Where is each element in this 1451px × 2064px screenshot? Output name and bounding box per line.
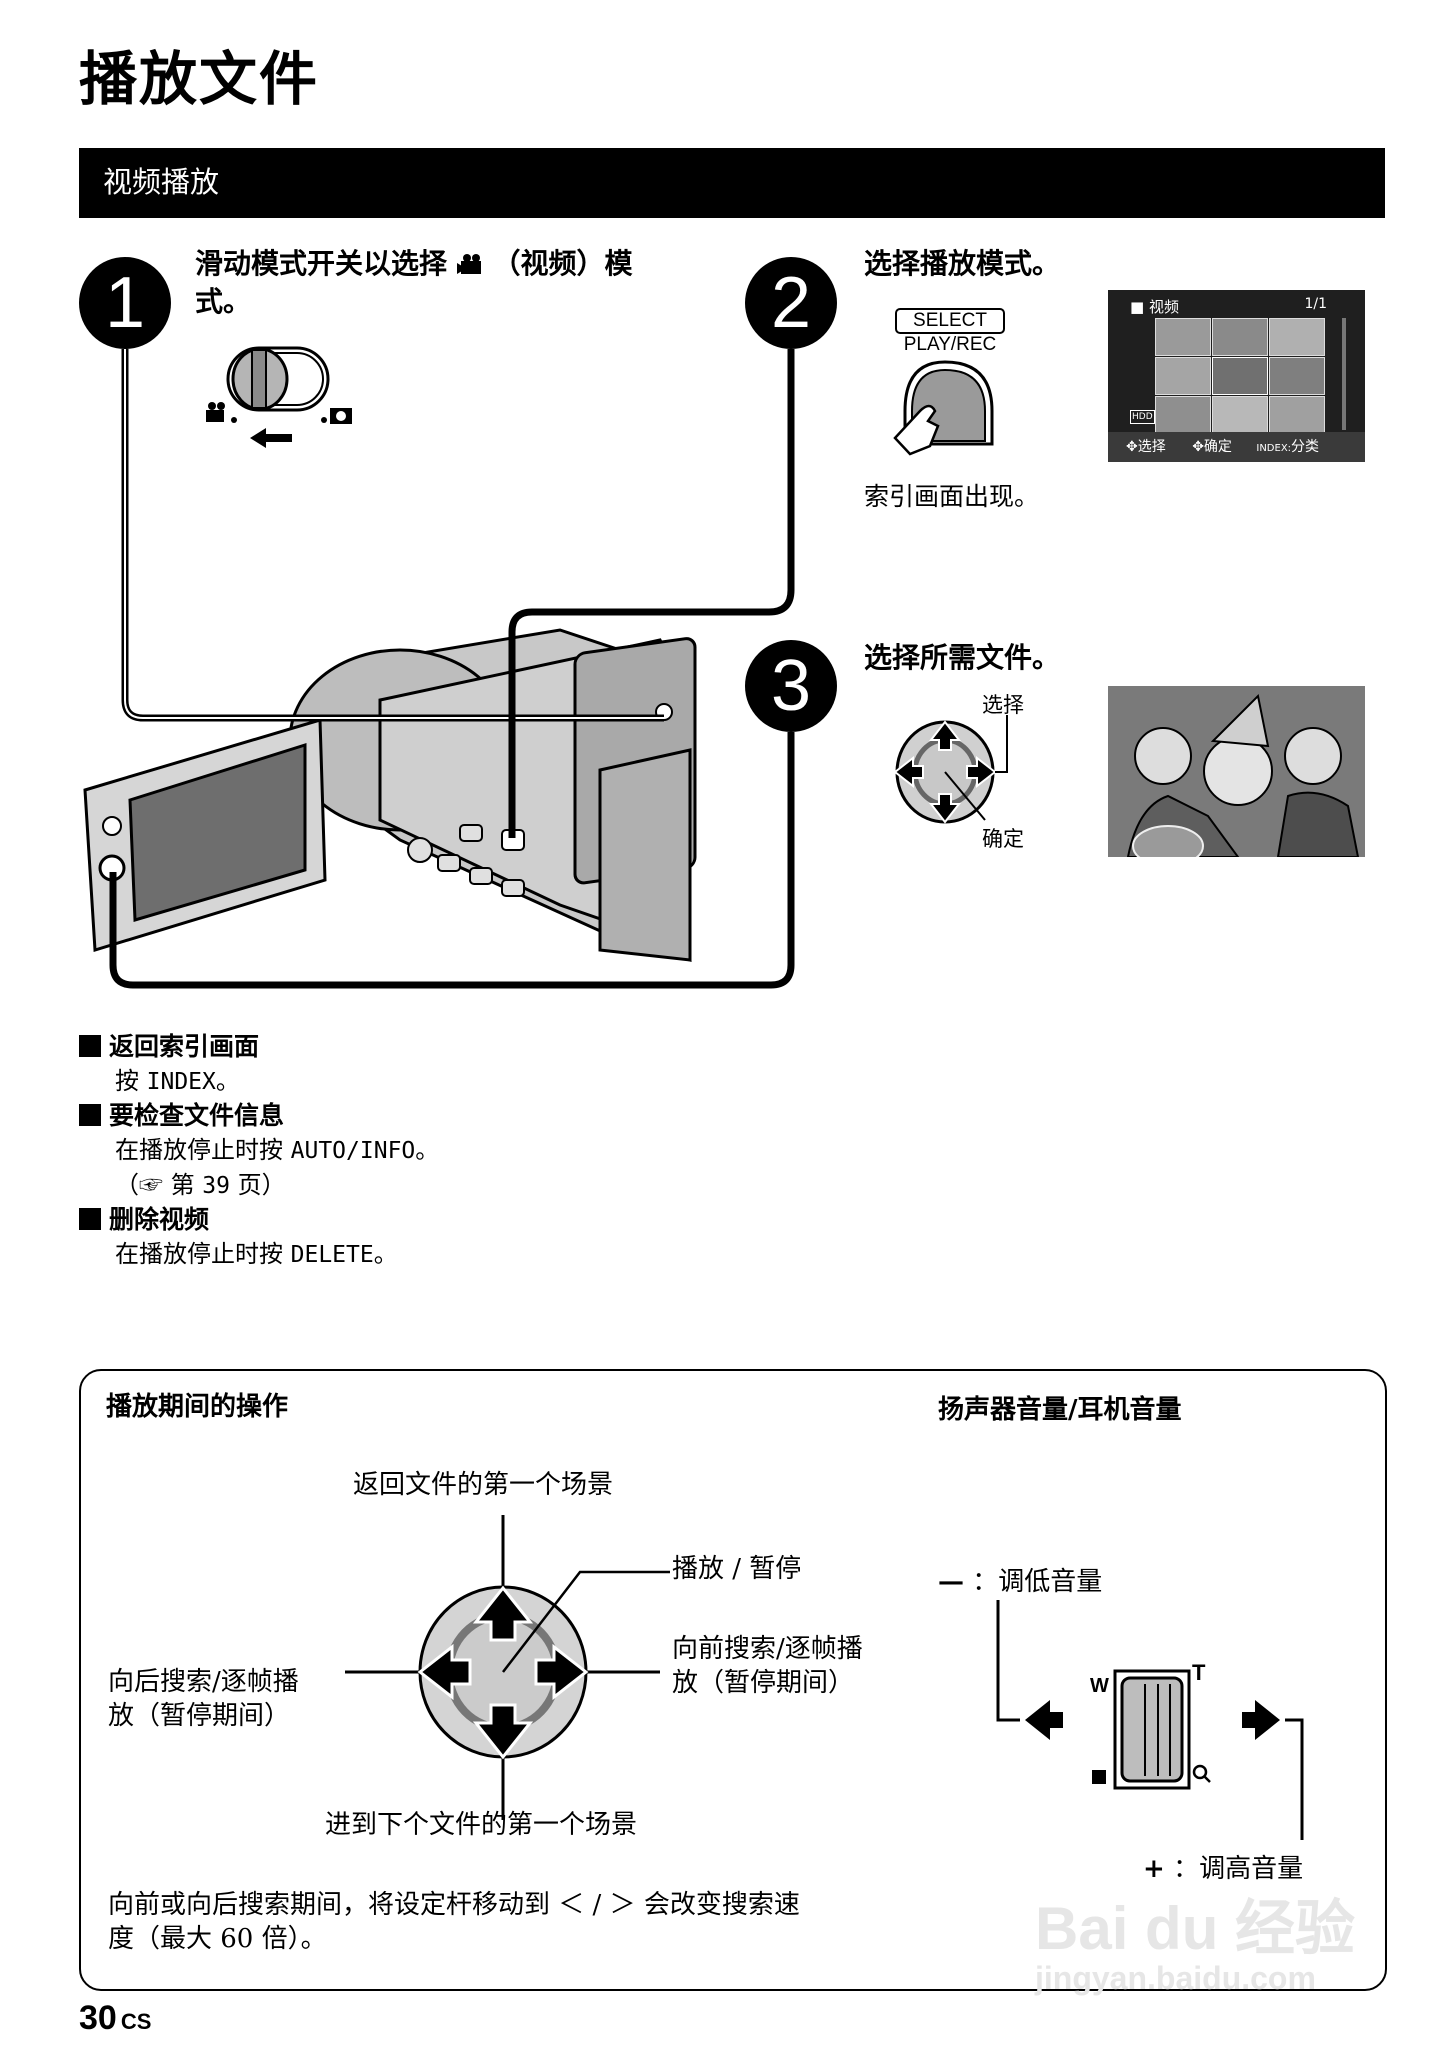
arrow-left-icon bbox=[893, 755, 924, 789]
arrow-up-icon bbox=[472, 1585, 534, 1642]
volume-down-label: — ：调低音量 bbox=[938, 1567, 1103, 1597]
volume-title: 扬声器音量/耳机音量 bbox=[938, 1395, 1182, 1425]
select-play-rec-button[interactable]: SELECT PLAY/REC bbox=[895, 308, 1005, 356]
index-grid-icon bbox=[1092, 1770, 1106, 1784]
watermark-logo: Bai du 经验 bbox=[1035, 1895, 1356, 1962]
select-label: 选择 bbox=[982, 693, 1024, 717]
video-camera-icon bbox=[456, 248, 483, 284]
center-label: 播放 / 暂停 bbox=[672, 1554, 802, 1584]
arrow-left-icon bbox=[250, 428, 292, 448]
step-1-text-end: （视频）模 bbox=[492, 247, 633, 280]
step-1-instruction: 滑动模式开关以选择 （视频）模 式。 bbox=[195, 246, 695, 320]
selected-file-preview bbox=[1108, 686, 1365, 857]
hdd-badge: HDD bbox=[1130, 410, 1155, 424]
zoom-wide-label: W bbox=[1090, 1675, 1109, 1697]
mode-switch-icon bbox=[206, 346, 352, 448]
volume-up-label: + ：调高音量 bbox=[1143, 1854, 1304, 1884]
watermark-url: jingyan.baidu.com bbox=[1035, 1960, 1316, 1996]
left-label: 向后搜索/逐帧播 放（暂停期间） bbox=[108, 1667, 299, 1731]
dpad-icon: ✥ bbox=[1192, 439, 1204, 455]
zoom-lever-diagram[interactable]: W T bbox=[990, 1600, 1330, 1860]
bullet-square-icon bbox=[79, 1035, 101, 1057]
arrow-right-icon bbox=[534, 1643, 589, 1701]
thumbnail[interactable] bbox=[1269, 318, 1325, 356]
note-body: 按 INDEX。 bbox=[115, 1067, 240, 1095]
note-heading: 返回索引画面 bbox=[79, 1030, 779, 1064]
screen-scrollbar bbox=[1342, 318, 1346, 430]
up-label: 返回文件的第一个场景 bbox=[353, 1470, 614, 1500]
note-heading: 删除视频 bbox=[79, 1203, 779, 1237]
press-button-hand-icon bbox=[893, 360, 994, 456]
note-heading: 要检查文件信息 bbox=[79, 1099, 779, 1133]
video-mode-icon bbox=[206, 402, 225, 422]
bullet-square-icon bbox=[79, 1208, 101, 1230]
screen-footer: ✥选择 ✥确定 INDEX:分类 bbox=[1108, 432, 1365, 462]
step-1-text: 滑动模式开关以选择 bbox=[195, 247, 448, 280]
page-reference[interactable]: （☞ 第 39 页） bbox=[115, 1171, 286, 1199]
step-3-number: 3 bbox=[745, 640, 837, 732]
page-title: 播放文件 bbox=[79, 45, 320, 113]
thumbnail-selected[interactable] bbox=[1212, 357, 1268, 395]
plus-icon: + bbox=[1143, 1854, 1165, 1884]
bullet-square-icon bbox=[79, 1104, 101, 1126]
delete-key: DELETE bbox=[290, 1242, 374, 1268]
play-rec-label: PLAY/REC bbox=[903, 334, 997, 355]
select-label: SELECT bbox=[895, 308, 1005, 334]
note-body: 在播放停止时按 AUTO/INFO。 bbox=[115, 1136, 440, 1164]
right-label: 向前搜索/逐帧播 放（暂停期间） bbox=[672, 1634, 863, 1698]
confirm-label: 确定 bbox=[982, 827, 1024, 851]
index-screen-preview: ■ 视频 1/1 HDD ✥选择 ✥确定 INDEX:分类 bbox=[1108, 290, 1365, 462]
minus-icon: — bbox=[938, 1567, 964, 1597]
arrow-left-icon bbox=[1025, 1700, 1063, 1740]
thumbnail[interactable] bbox=[1155, 396, 1211, 434]
down-label: 进到下个文件的第一个场景 bbox=[325, 1810, 638, 1840]
arrow-down-icon bbox=[472, 1703, 534, 1760]
control-pad-small[interactable] bbox=[893, 715, 1035, 830]
index-key: INDEX bbox=[146, 1069, 216, 1095]
screen-mode-label: ■ 视频 bbox=[1130, 298, 1179, 316]
thumbnail[interactable] bbox=[1212, 318, 1268, 356]
pointing-hand-icon: ☞ bbox=[139, 1171, 163, 1199]
video-camera-icon: ■ bbox=[1130, 298, 1145, 316]
search-speed-footnote: 向前或向后搜索期间，将设定杆移动到 ＜ / ＞ 会改变搜索速 度（最大 60 倍… bbox=[108, 1890, 800, 1954]
step-2-instruction: 选择播放模式。 bbox=[864, 247, 1061, 280]
step-2-result: 索引画面出现。 bbox=[864, 482, 1040, 511]
dpad-icon: ✥ bbox=[1126, 439, 1138, 455]
step-1-number: 1 bbox=[79, 257, 171, 349]
camera-diagram bbox=[83, 349, 795, 989]
thumbnail[interactable] bbox=[1155, 318, 1211, 356]
step-2-number: 2 bbox=[745, 257, 837, 349]
photo-mode-icon bbox=[330, 408, 352, 424]
camcorder-illustration bbox=[83, 628, 697, 963]
note-body: 在播放停止时按 DELETE。 bbox=[115, 1240, 398, 1268]
notes-section: 返回索引画面 按 INDEX。 要检查文件信息 在播放停止时按 AUTO/INF… bbox=[79, 1030, 779, 1272]
operations-box bbox=[79, 1369, 1387, 1991]
step-3-instruction: 选择所需文件。 bbox=[864, 641, 1061, 674]
screen-page-indicator: 1/1 bbox=[1304, 296, 1327, 312]
magnifier-icon bbox=[1192, 1764, 1208, 1780]
section-title: 视频播放 bbox=[103, 165, 220, 199]
section-header-bar: 视频播放 bbox=[79, 148, 1385, 218]
step-1-text-line2: 式。 bbox=[195, 285, 252, 318]
arrow-right-icon bbox=[1242, 1700, 1280, 1740]
playback-operations-title: 播放期间的操作 bbox=[106, 1392, 289, 1422]
thumbnail[interactable] bbox=[1155, 357, 1211, 395]
arrow-left-icon bbox=[417, 1643, 472, 1701]
zoom-tele-label: T bbox=[1192, 1660, 1206, 1685]
party-illustration bbox=[1108, 686, 1365, 857]
thumbnail[interactable] bbox=[1269, 357, 1325, 395]
thumbnail[interactable] bbox=[1269, 396, 1325, 434]
auto-info-key: AUTO/INFO bbox=[290, 1138, 416, 1164]
arrow-right-icon bbox=[966, 755, 997, 789]
control-pad-large[interactable] bbox=[340, 1500, 680, 1830]
arrow-up-icon bbox=[928, 720, 962, 751]
thumbnail[interactable] bbox=[1212, 396, 1268, 434]
arrow-down-icon bbox=[928, 793, 962, 824]
